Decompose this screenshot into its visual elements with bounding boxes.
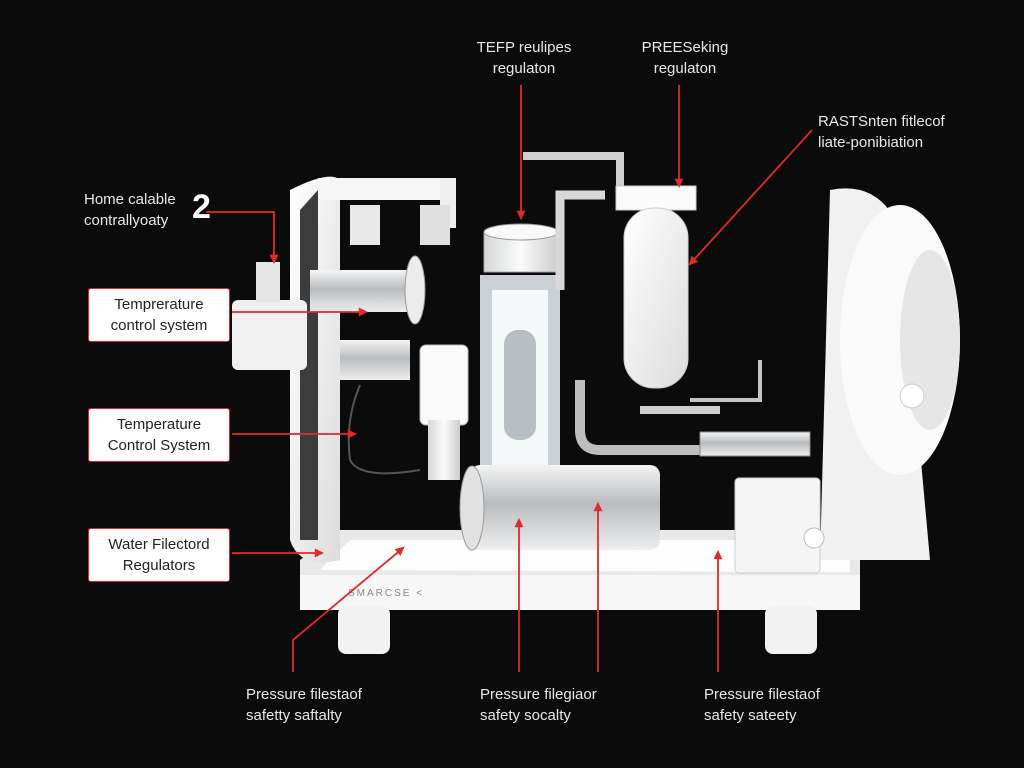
lower-tank xyxy=(459,465,825,574)
base-foot-left xyxy=(338,606,390,654)
pipework xyxy=(347,360,811,475)
label-temperature-1-line2: control system xyxy=(110,317,208,334)
label-top-left-line1: TEFP reulipes xyxy=(476,39,572,56)
label-water-line1: Water Filectord xyxy=(108,536,210,553)
label-bottom-center: Pressure filegiaor safety socalty xyxy=(480,684,597,726)
base-marking: SMARCSE < xyxy=(348,588,424,599)
leader-bottom-center-2-arrowhead xyxy=(593,501,603,512)
base-foot-right xyxy=(765,606,817,654)
label-bottom-center-line1: Pressure filegiaor xyxy=(480,686,597,703)
label-top-left: TEFP reulipes regulaton xyxy=(462,37,586,79)
label-bottom-left-line2: safetty saftalty xyxy=(246,707,342,724)
leader-bottom-left-arrowhead xyxy=(394,546,405,557)
label-water: Water Filectord Regulators xyxy=(88,528,230,582)
label-top-right-line1: RASTSnten fitlecof xyxy=(818,113,945,130)
leader-top-center-arrowhead xyxy=(674,178,684,189)
label-bottom-right: Pressure filestaof safety sateety xyxy=(704,684,820,726)
label-top-center: PREESeking regulaton xyxy=(628,37,742,79)
label-top-center-line1: PREESeking xyxy=(641,39,729,56)
leader-temperature-1-arrowhead xyxy=(358,307,369,317)
label-top-center-line2: regulaton xyxy=(653,60,717,77)
label-bottom-left-line1: Pressure filestaof xyxy=(246,686,362,703)
label-top-right: RASTSnten fitlecof liate-ponibiation xyxy=(818,111,945,153)
label-temperature-1: Temprerature control system xyxy=(88,288,230,342)
leader-home xyxy=(206,211,275,262)
label-home: Home calable contrallyoaty xyxy=(84,189,176,231)
right-drum xyxy=(820,188,960,561)
leader-top-right-arrowhead xyxy=(688,255,699,266)
label-home-badge: 2 xyxy=(192,188,211,226)
label-temperature-1-line1: Temprerature xyxy=(114,296,204,313)
leader-top-left-arrowhead xyxy=(516,210,526,221)
left-components xyxy=(310,205,469,480)
label-temperature-2-line1: Temperature xyxy=(116,416,202,433)
label-top-right-line2: liate-ponibiation xyxy=(818,134,924,151)
leader-water-arrowhead xyxy=(314,548,325,558)
right-vessel xyxy=(523,152,697,389)
leader-bottom-left xyxy=(292,547,404,672)
leader-bottom-center-1-arrowhead xyxy=(514,517,524,528)
leader-bottom-right-arrowhead xyxy=(713,549,723,560)
label-home-line2: contrallyoaty xyxy=(84,212,169,229)
label-water-line2: Regulators xyxy=(122,557,196,574)
label-bottom-right-line1: Pressure filestaof xyxy=(704,686,820,703)
leader-temperature-2-arrowhead xyxy=(347,429,358,439)
label-bottom-center-line2: safety socalty xyxy=(480,707,571,724)
label-bottom-right-line2: safety sateety xyxy=(704,707,797,724)
label-bottom-left: Pressure filestaof safetty saftalty xyxy=(246,684,362,726)
label-top-left-line2: regulaton xyxy=(492,60,556,77)
label-home-line1: Home calable xyxy=(84,191,176,208)
label-temperature-2: Temperature Control System xyxy=(88,408,230,462)
leader-home-arrowhead xyxy=(269,254,279,265)
label-temperature-2-line2: Control System xyxy=(107,437,211,454)
leader-top-right xyxy=(689,129,813,265)
leader-lines xyxy=(206,85,813,672)
